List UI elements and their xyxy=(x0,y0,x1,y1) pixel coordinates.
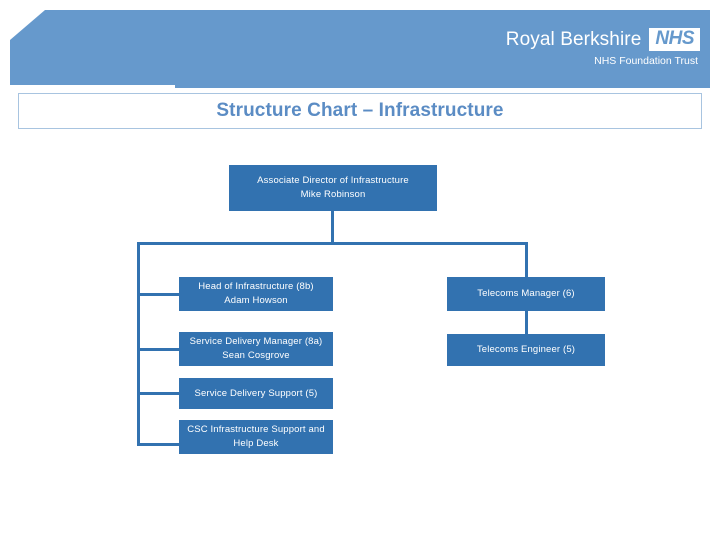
header-banner-left-shape xyxy=(10,10,180,85)
title-bar: Structure Chart – Infrastructure xyxy=(18,93,702,129)
page-title: Structure Chart – Infrastructure xyxy=(216,100,504,121)
org-node-title: Service Delivery Manager (8a) xyxy=(189,336,323,348)
org-node-associate-director[interactable]: Associate Director of Infrastructure Mik… xyxy=(229,165,437,211)
nhs-logo: NHS xyxy=(649,28,700,51)
trust-subtitle: NHS Foundation Trust xyxy=(594,54,698,67)
nhs-brand-lockup: Royal Berkshire NHS NHS Foundation Trust xyxy=(506,28,700,66)
org-node-title: Head of Infrastructure (8b) xyxy=(198,281,314,293)
connector-root-stem xyxy=(331,211,334,245)
connector-telecoms-stem xyxy=(525,311,528,334)
connector-right-branch xyxy=(525,242,528,278)
connector-stub-service-delivery-support xyxy=(137,392,181,395)
connector-left-spine xyxy=(137,242,140,445)
org-node-name: Help Desk xyxy=(233,438,279,449)
org-node-title: Service Delivery Support (5) xyxy=(194,387,318,399)
org-node-telecoms-engineer[interactable]: Telecoms Engineer (5) xyxy=(447,334,605,366)
org-node-name: Mike Robinson xyxy=(300,189,366,200)
org-node-title: Telecoms Manager (6) xyxy=(477,288,575,300)
header-banner-right-shape xyxy=(175,10,710,88)
connector-stub-head-of-infrastructure xyxy=(137,293,181,296)
org-node-name: Adam Howson xyxy=(224,295,288,306)
org-node-service-delivery-manager[interactable]: Service Delivery Manager (8a) Sean Cosgr… xyxy=(179,332,333,366)
connector-stub-csc-infrastructure-support xyxy=(137,443,181,446)
trust-name: Royal Berkshire xyxy=(505,28,642,50)
org-node-name: Sean Cosgrove xyxy=(222,350,290,361)
org-node-csc-infrastructure-support[interactable]: CSC Infrastructure Support and Help Desk xyxy=(179,420,333,454)
org-node-title: Associate Director of Infrastructure xyxy=(257,175,409,187)
org-node-title: CSC Infrastructure Support and xyxy=(187,424,325,436)
header-banner: Royal Berkshire NHS NHS Foundation Trust xyxy=(0,0,720,92)
connector-horizontal-bus xyxy=(137,242,528,245)
connector-stub-service-delivery-manager xyxy=(137,348,181,351)
org-node-telecoms-manager[interactable]: Telecoms Manager (6) xyxy=(447,277,605,311)
org-node-title: Telecoms Engineer (5) xyxy=(476,344,576,356)
org-node-head-of-infrastructure[interactable]: Head of Infrastructure (8b) Adam Howson xyxy=(179,277,333,311)
brand-row: Royal Berkshire NHS xyxy=(506,28,700,51)
org-node-service-delivery-support[interactable]: Service Delivery Support (5) xyxy=(179,378,333,409)
